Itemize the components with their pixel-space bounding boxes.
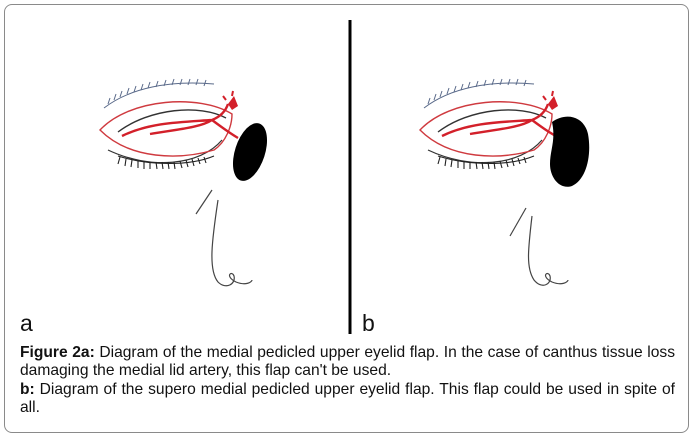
caption-b-text: Diagram of the supero medial pedicled up… — [20, 381, 675, 416]
caption-b-label: b: — [20, 381, 35, 398]
eyelid-flap-diagram — [0, 0, 695, 345]
panel-b-label: b — [362, 312, 375, 335]
figure-caption: Figure 2a: Diagram of the medial pedicle… — [20, 344, 675, 418]
panel-a-nose — [196, 190, 252, 286]
panel-b-defect — [550, 117, 589, 187]
caption-a: Figure 2a: Diagram of the medial pedicle… — [20, 344, 675, 381]
panel-a-label: a — [20, 312, 33, 335]
panel-b-flap-outline — [420, 102, 552, 156]
panel-b-nose — [510, 208, 568, 285]
panel-b-drawing — [420, 79, 589, 285]
panel-a-flap-outline — [100, 102, 232, 156]
panel-a-defect — [226, 119, 273, 185]
panel-a-drawing — [100, 79, 274, 286]
caption-a-label: Figure 2a: — [20, 344, 95, 361]
caption-a-text: Diagram of the medial pedicled upper eye… — [20, 344, 675, 379]
caption-b: b: Diagram of the supero medial pedicled… — [20, 381, 675, 418]
